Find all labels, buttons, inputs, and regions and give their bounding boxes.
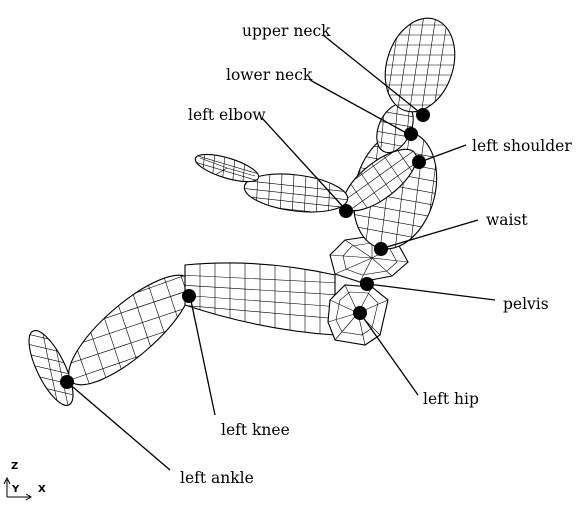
axis-label-z: Z	[11, 461, 18, 472]
axis-label-y: Y	[11, 484, 20, 495]
leader-left-shoulder	[419, 144, 467, 163]
x-axis-arrow	[25, 493, 32, 501]
waist-joint	[374, 242, 388, 256]
leader-left-ankle	[66, 381, 171, 471]
leader-left-knee	[189, 295, 216, 416]
label-left-elbow: left elbow	[188, 106, 266, 124]
leader-waist	[379, 219, 479, 250]
leader-left-hip	[359, 312, 419, 396]
upper-neck-joint	[416, 108, 430, 122]
leader-pelvis	[367, 283, 496, 301]
label-pelvis: pelvis	[503, 295, 549, 313]
thigh-segment	[184, 262, 336, 336]
label-left-knee: left knee	[221, 421, 290, 439]
left-shoulder-joint	[412, 155, 426, 169]
left-elbow-joint	[339, 204, 353, 218]
axis-triad: Z Y X	[3, 461, 46, 501]
hand-segment	[194, 148, 262, 188]
head-segment	[380, 14, 460, 116]
label-left-ankle: left ankle	[180, 469, 254, 487]
label-left-hip: left hip	[423, 390, 479, 408]
left-hip-joint	[353, 306, 367, 320]
leader-upper-neck	[322, 34, 424, 116]
leader-left-elbow	[261, 117, 347, 211]
leader-lines	[66, 34, 496, 471]
pelvis-joint	[360, 277, 374, 291]
joint-labels: upper neck lower neck left elbow left sh…	[180, 22, 572, 487]
lower-neck-joint	[404, 127, 418, 141]
leader-lower-neck	[309, 79, 411, 136]
left-knee-joint	[182, 289, 196, 303]
z-axis-arrow	[3, 476, 11, 485]
left-ankle-joint	[60, 375, 74, 389]
label-waist: waist	[486, 211, 528, 229]
label-lower-neck: lower neck	[226, 66, 313, 84]
label-left-shoulder: left shoulder	[472, 137, 572, 155]
axis-label-x: X	[38, 484, 46, 495]
label-upper-neck: upper neck	[242, 22, 331, 40]
joint-markers	[60, 108, 430, 389]
